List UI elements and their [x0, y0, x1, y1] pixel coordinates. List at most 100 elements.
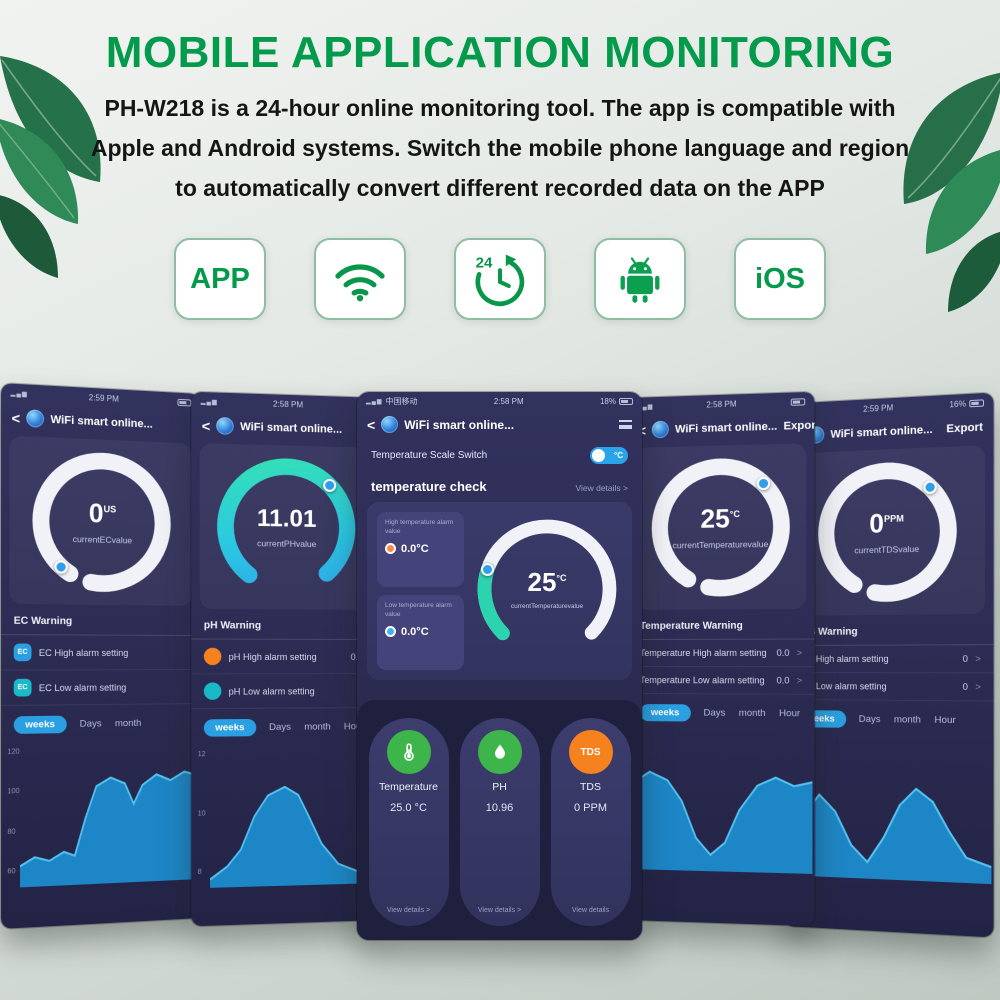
- temperature-gauge-card: 25°C currentTemperaturevalue: [635, 443, 807, 610]
- temperature-history-chart: [628, 731, 815, 878]
- view-details-link[interactable]: View details >: [386, 907, 431, 914]
- alarm-row-low[interactable]: TDS Low alarm setting 0 >: [784, 673, 994, 702]
- area-chart: [631, 747, 813, 874]
- back-button[interactable]: <: [367, 416, 376, 433]
- tab-days[interactable]: Days: [269, 721, 292, 734]
- low-alarm-value: 0.0°C: [401, 625, 429, 638]
- tab-hour[interactable]: Hour: [778, 707, 801, 720]
- nav-title: WiFi smart online...: [50, 413, 153, 431]
- low-alarm-label: Low temperature alarm value: [385, 602, 452, 618]
- export-button[interactable]: Export: [783, 418, 815, 433]
- gauge-value: 0: [869, 507, 884, 539]
- status-time: 2:58 PM: [493, 397, 524, 406]
- view-details-link[interactable]: View details >: [575, 483, 628, 493]
- view-details-link[interactable]: View details >: [477, 907, 522, 914]
- tab-days[interactable]: Days: [858, 713, 881, 726]
- tab-month[interactable]: month: [893, 714, 921, 726]
- nav-bar: < WiFi smart online...: [357, 409, 642, 438]
- alarm-row-label: EC High alarm setting: [38, 647, 129, 658]
- alarm-row-label: pH Low alarm setting: [228, 685, 315, 697]
- tds-card[interactable]: TDS TDS 0 PPM View details: [550, 718, 631, 926]
- metric-value: 10.96: [485, 802, 514, 815]
- switch-label: Temperature Scale Switch: [371, 450, 488, 461]
- menu-icon[interactable]: [619, 420, 632, 429]
- y-tick: 100: [7, 788, 20, 796]
- temperature-gauge: 25°C currentTemperaturevalue: [472, 514, 622, 664]
- tab-days[interactable]: Days: [703, 707, 726, 719]
- low-alarm-card[interactable]: Low temperature alarm value 0.0°C: [377, 595, 464, 670]
- alarm-row-high[interactable]: Temperature High alarm setting 0.0 >: [628, 639, 815, 668]
- chart-y-axis: 120 100 80 60: [7, 748, 19, 875]
- gauge-value: 25: [700, 502, 730, 534]
- gauge-value: 0: [88, 497, 104, 529]
- temperature-card[interactable]: Temperature 25.0 °C View details >: [368, 718, 449, 926]
- period-tabs: weeks Days month: [1, 704, 200, 745]
- area-chart: [787, 753, 992, 885]
- tds-history-chart: [784, 737, 994, 888]
- metric-name: TDS: [580, 781, 601, 793]
- alarm-row-low[interactable]: Temperature Low alarm setting 0.0 >: [628, 667, 815, 695]
- page-subtitle: PH-W218 is a 24-hour online monitoring t…: [0, 88, 1000, 208]
- gauge-area: 25°C currentTemperaturevalue: [472, 512, 622, 670]
- ec-badge-icon: EC: [13, 643, 32, 662]
- metric-value: 0 PPM: [573, 802, 607, 815]
- gauge-value-line: 25°C: [700, 502, 740, 534]
- back-button[interactable]: <: [11, 409, 21, 427]
- water-drop-icon: [477, 730, 522, 774]
- gauge-readout: 25°C currentTemperaturevalue: [472, 514, 622, 664]
- alarm-row-high[interactable]: TDS High alarm setting 0 >: [784, 645, 994, 674]
- status-bar: ▂▄▆ 中国移动 2:58 PM 18%: [357, 392, 642, 409]
- 24-hour-clock-icon: 24: [475, 254, 525, 307]
- tab-weeks[interactable]: weeks: [203, 718, 256, 737]
- tab-hour[interactable]: Hour: [934, 714, 956, 727]
- tab-month[interactable]: month: [304, 721, 331, 733]
- nav-title: WiFi smart online...: [404, 417, 515, 432]
- alarm-row-label: Temperature Low alarm setting: [639, 675, 765, 686]
- alarm-row-label: Temperature High alarm setting: [639, 647, 767, 658]
- chevron-right-icon: >: [796, 675, 803, 686]
- tab-weeks[interactable]: weeks: [639, 704, 691, 722]
- gauge-value: 11.01: [256, 504, 317, 533]
- gauge-unit: °C: [556, 572, 567, 583]
- tab-weeks[interactable]: weeks: [13, 715, 67, 734]
- alarm-row-value: 0.0: [776, 647, 790, 658]
- temperature-unit-toggle[interactable]: °C: [590, 447, 628, 464]
- carrier-label: 中国移动: [385, 397, 418, 406]
- back-button[interactable]: <: [201, 417, 211, 434]
- export-button[interactable]: Export: [946, 420, 983, 435]
- battery-icon: [177, 398, 192, 407]
- alarm-row-high[interactable]: EC EC High alarm setting: [1, 635, 201, 671]
- tab-days[interactable]: Days: [79, 718, 102, 730]
- ph-card[interactable]: PH 10.96 View details >: [459, 718, 540, 926]
- tab-month[interactable]: month: [114, 717, 142, 730]
- decorative-leaves-left-icon: [0, 56, 101, 278]
- temperature-scale-row: Temperature Scale Switch °C: [357, 438, 642, 468]
- thermometer-high-icon: [385, 543, 396, 555]
- battery-percent: 18%: [599, 397, 616, 406]
- temperature-check-row: temperature check View details >: [357, 468, 642, 500]
- view-details-link[interactable]: View details: [571, 907, 610, 914]
- gauge-readout: 11.01 currentPHvalue: [210, 450, 362, 604]
- ph-history-chart: 12 10 8: [191, 745, 380, 892]
- tab-month[interactable]: month: [738, 707, 766, 720]
- battery-group: 16%: [949, 398, 984, 409]
- phone-temperature-history: ▂▄▆ 2:58 PM < WiFi smart online... Expor…: [628, 391, 815, 927]
- alarm-row-low[interactable]: pH Low alarm setting: [191, 674, 380, 710]
- chevron-right-icon: >: [796, 647, 803, 658]
- battery-icon: [618, 398, 633, 405]
- chart-y-axis: 12 10 8: [198, 751, 206, 876]
- nav-title: WiFi smart online...: [830, 423, 933, 441]
- battery-icon: [790, 398, 806, 406]
- gauge-value-line: 0US: [88, 497, 116, 529]
- page-title: MOBILE APPLICATION MONITORING: [105, 28, 895, 77]
- gauge-label: currentPHvalue: [256, 537, 317, 549]
- chevron-right-icon: >: [975, 681, 981, 693]
- period-tabs: weeks Days month Hour: [628, 694, 815, 733]
- alarm-row-high[interactable]: pH High alarm setting 0.00: [191, 639, 380, 675]
- gauge-value-line: 0PPM: [869, 507, 904, 539]
- alarm-row-low[interactable]: EC EC Low alarm setting: [1, 670, 201, 707]
- high-alarm-card[interactable]: High temperature alarm value 0.0°C: [377, 512, 464, 587]
- alarm-row-value: 0.0: [776, 675, 790, 686]
- area-chart: [20, 757, 199, 888]
- tds-gauge-card: 0PPM currentTDSvalue: [791, 445, 986, 616]
